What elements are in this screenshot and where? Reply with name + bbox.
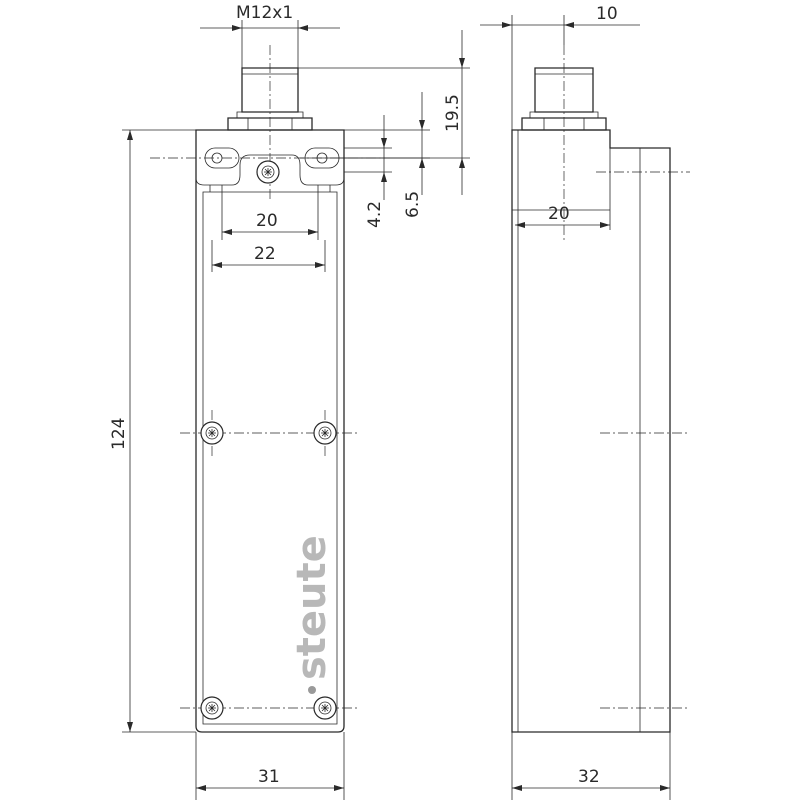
side-view [511,45,690,733]
dim-label-inner-width: 20 [256,211,278,231]
screws [200,160,337,720]
dim-label-thread: M12x1 [236,3,293,23]
screw-icon [200,696,224,720]
dim-label-flange-total: 6.5 [403,191,423,218]
side-plug-collar [529,111,599,119]
front-body-recess [202,191,338,725]
front-view [150,45,390,733]
dim-label-flange-top: 4.2 [365,201,385,228]
screw-icon [313,421,337,445]
dimension-lines [122,15,671,800]
dimension-labels: M12x1 10 19.5 6.5 4.2 20 22 20 124 31 32 [109,3,618,787]
brand-logo-dot [308,686,316,694]
screw-icon [256,160,280,184]
front-flange [195,154,345,186]
brand-logo: steute [289,535,335,680]
dim-label-connector-height: 19.5 [443,94,463,132]
dim-label-outer-width: 22 [254,244,276,264]
dim-label-side-depth: 32 [578,767,600,787]
dim-label-side-offset: 10 [596,4,618,24]
side-body-outline [511,129,671,733]
dim-label-side-inner-width: 20 [548,204,570,224]
dim-label-total-height: 124 [109,418,129,450]
front-body-outline [195,129,345,733]
dim-label-front-width: 31 [258,767,280,787]
plug-collar [236,111,304,119]
screw-icon [200,421,224,445]
screw-icon [313,696,337,720]
